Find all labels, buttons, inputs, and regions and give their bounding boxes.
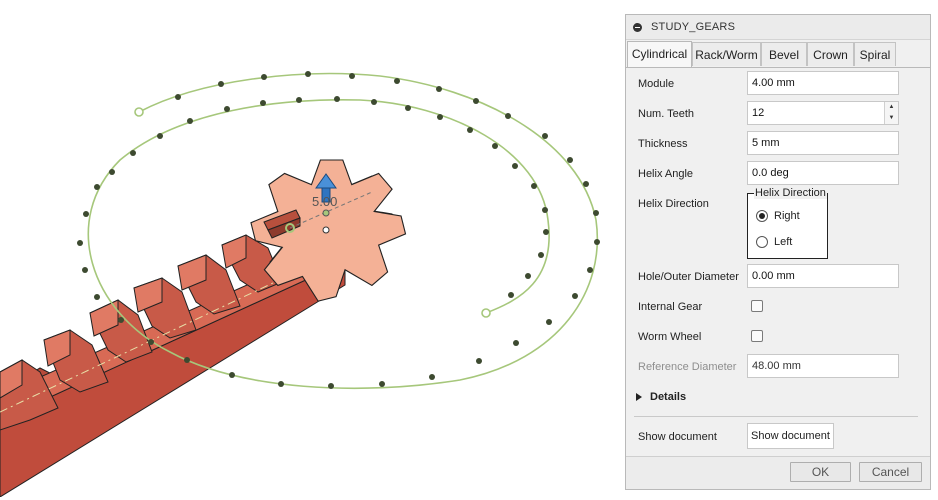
tab-spiral[interactable]: Spiral bbox=[854, 42, 896, 66]
tab-bevel[interactable]: Bevel bbox=[761, 42, 807, 66]
axis-arrow-icon[interactable] bbox=[315, 173, 337, 203]
radio-left[interactable]: Left bbox=[756, 236, 792, 248]
gear-spur[interactable] bbox=[250, 159, 407, 302]
tab-bar: Cylindrical Rack/Worm Bevel Crown Spiral bbox=[626, 39, 930, 68]
internal-gear-label: Internal Gear bbox=[638, 301, 703, 313]
cancel-button[interactable]: Cancel bbox=[859, 462, 922, 482]
radio-right-indicator[interactable] bbox=[756, 210, 768, 222]
helix-angle-label: Helix Angle bbox=[638, 168, 694, 180]
num-teeth-stepper[interactable]: ▲ ▼ bbox=[884, 102, 898, 124]
collapse-icon[interactable] bbox=[633, 22, 642, 32]
stepper-down-icon[interactable]: ▼ bbox=[888, 115, 895, 121]
thickness-field[interactable]: 5 mm bbox=[747, 131, 899, 155]
helix-direction-label: Helix Direction bbox=[638, 198, 709, 210]
reference-diameter-field: 48.00 mm bbox=[747, 354, 899, 378]
radio-left-label: Left bbox=[774, 236, 793, 248]
reference-diameter-label: Reference Diameter bbox=[638, 361, 737, 373]
internal-gear-checkbox[interactable] bbox=[751, 300, 763, 312]
worm-wheel-checkbox[interactable] bbox=[751, 330, 763, 342]
show-document-label: Show document bbox=[638, 431, 717, 443]
dimension-label: 5.00 bbox=[312, 194, 337, 209]
worm-wheel-label: Worm Wheel bbox=[638, 331, 702, 343]
radio-right[interactable]: Right bbox=[756, 210, 800, 222]
expand-triangle-icon[interactable] bbox=[636, 393, 642, 401]
show-document-button[interactable]: Show document bbox=[747, 423, 834, 449]
gear-dialog: STUDY_GEARS Cylindrical Rack/Worm Bevel … bbox=[625, 14, 931, 490]
stepper-up-icon[interactable]: ▲ bbox=[888, 104, 895, 110]
hole-outer-diameter-field[interactable]: 0.00 mm bbox=[747, 264, 899, 288]
hole-outer-diameter-label: Hole/Outer Diameter bbox=[638, 271, 739, 283]
tab-crown[interactable]: Crown bbox=[807, 42, 854, 66]
helix-direction-group: Helix Direction Right Left bbox=[747, 187, 828, 259]
helix-direction-group-title: Helix Direction bbox=[754, 187, 827, 199]
separator bbox=[634, 416, 918, 417]
spiral-end-handle[interactable] bbox=[481, 308, 491, 318]
gear-rack[interactable] bbox=[0, 234, 346, 498]
spiral-start-handle[interactable] bbox=[134, 107, 144, 117]
module-label: Module bbox=[638, 78, 675, 90]
dialog-titlebar: STUDY_GEARS bbox=[626, 15, 930, 40]
dialog-footer: OK Cancel bbox=[626, 456, 930, 489]
num-teeth-field[interactable]: 12 ▲ ▼ bbox=[747, 101, 899, 125]
helix-angle-field[interactable]: 0.0 deg bbox=[747, 161, 899, 185]
tab-rack-worm[interactable]: Rack/Worm bbox=[692, 42, 761, 66]
details-label: Details bbox=[650, 391, 687, 403]
radio-left-indicator[interactable] bbox=[756, 236, 768, 248]
num-teeth-label: Num. Teeth bbox=[638, 108, 695, 120]
3d-viewport[interactable]: 5.00 bbox=[0, 0, 620, 498]
details-expander[interactable]: Details bbox=[636, 391, 686, 403]
radio-right-label: Right bbox=[774, 210, 800, 222]
num-teeth-value: 12 bbox=[752, 107, 765, 119]
tab-cylindrical[interactable]: Cylindrical bbox=[627, 41, 692, 67]
thickness-label: Thickness bbox=[638, 138, 688, 150]
ok-button[interactable]: OK bbox=[790, 462, 851, 482]
dialog-title: STUDY_GEARS bbox=[651, 21, 736, 33]
spiral-points bbox=[77, 71, 600, 389]
module-field[interactable]: 4.00 mm bbox=[747, 71, 899, 95]
scene-svg[interactable]: 5.00 bbox=[0, 0, 620, 498]
